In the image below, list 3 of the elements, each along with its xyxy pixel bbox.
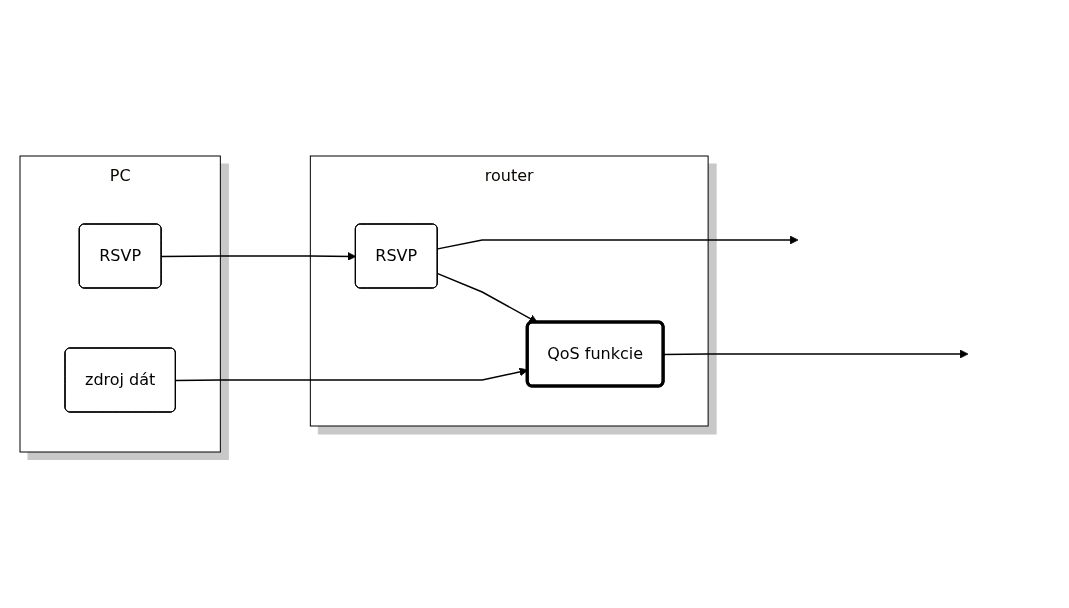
arrow bbox=[161, 252, 357, 261]
arrow bbox=[437, 235, 799, 250]
arrow bbox=[663, 349, 969, 359]
